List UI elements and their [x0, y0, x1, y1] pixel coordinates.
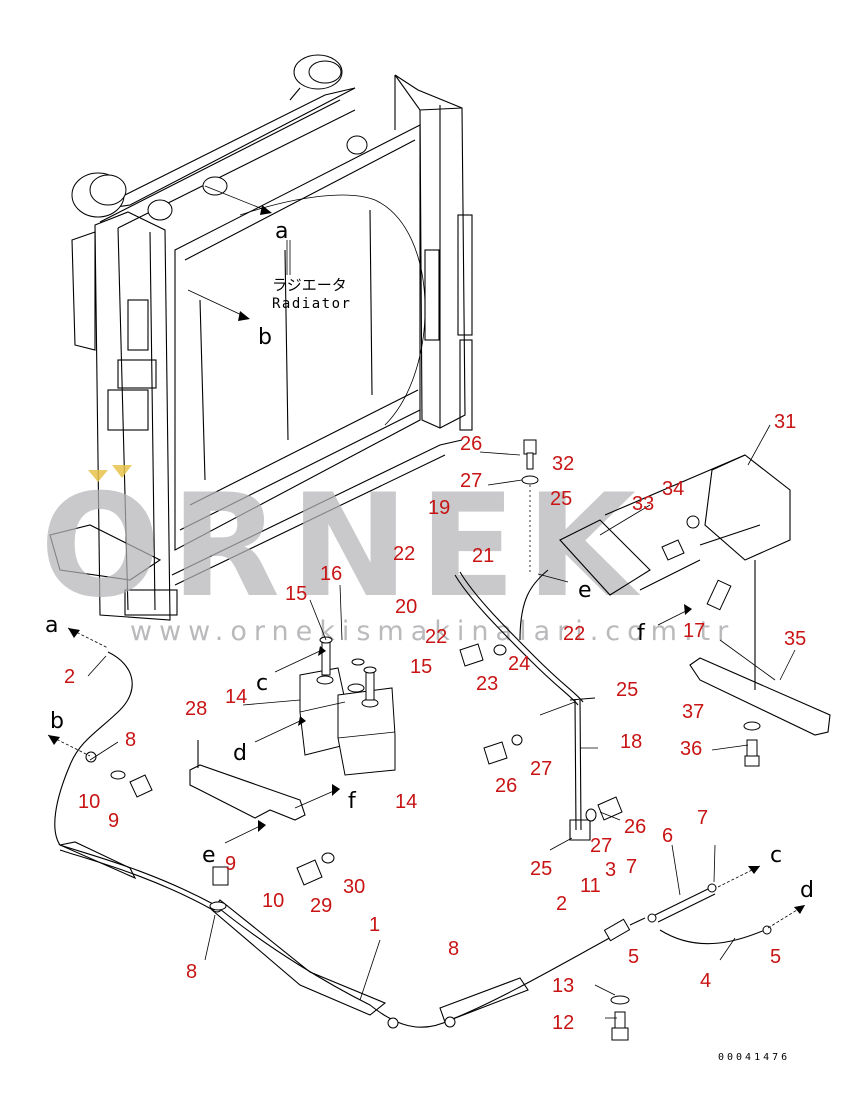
callout-number: 25	[616, 679, 638, 701]
callout-number: 7	[697, 807, 708, 829]
view-letter: c	[770, 843, 782, 868]
callout-number: 8	[125, 729, 136, 751]
wiring-harness-drawing	[54, 439, 831, 1041]
callout-number: 2	[556, 893, 567, 915]
callout-number: 27	[460, 470, 482, 492]
callout-number: 36	[680, 738, 702, 760]
callout-number: 33	[632, 493, 654, 515]
callout-number: 28	[185, 698, 207, 720]
callout-number: 14	[395, 791, 417, 813]
callout-number: 26	[495, 775, 517, 797]
callout-number: 11	[580, 875, 601, 897]
radiator-label: ラジエータ Radiator	[272, 276, 351, 312]
callout-number: 22	[425, 626, 447, 648]
view-letter: b	[258, 325, 272, 350]
view-letter: d	[800, 878, 814, 903]
view-letter: c	[256, 671, 268, 696]
callout-number: 10	[262, 890, 284, 912]
radiator-label-en: Radiator	[272, 296, 351, 312]
view-letter: a	[45, 613, 58, 638]
callout-number: 7	[626, 856, 637, 878]
callout-number: 35	[784, 628, 806, 650]
callout-number: 13	[552, 975, 574, 997]
callout-number: 29	[310, 895, 332, 917]
callout-number: 5	[770, 946, 781, 968]
view-letter: f	[348, 789, 357, 814]
view-arrows	[47, 573, 806, 929]
view-letter: f	[637, 621, 646, 646]
callout-number: 9	[108, 810, 119, 832]
callout-number: 26	[460, 433, 482, 455]
radiator-label-jp: ラジエータ	[272, 276, 347, 294]
view-letter: d	[233, 741, 247, 766]
watermark-url: www.ornekismakinalari.com.tr	[130, 616, 735, 647]
watermark-brand: ORNEK	[40, 464, 646, 629]
callout-number: 20	[395, 596, 417, 618]
callout-number: 14	[225, 686, 247, 708]
callout-number: 19	[428, 497, 450, 519]
callout-number: 37	[682, 701, 704, 723]
callout-number: 15	[285, 583, 307, 605]
callout-number: 12	[552, 1012, 574, 1034]
callout-number: 8	[448, 938, 459, 960]
callout-number: 24	[508, 653, 530, 675]
view-letter: b	[50, 709, 64, 734]
document-number: 00041476	[718, 1052, 790, 1063]
callout-number: 21	[472, 545, 494, 567]
callout-leader-lines	[87, 424, 796, 1019]
callout-number: 6	[662, 825, 673, 847]
callout-numbers: 26 27 32 31 25 33 34 19 21 22 16 15 20 2…	[64, 411, 806, 1034]
callout-number: 17	[683, 620, 705, 642]
callout-number: 27	[590, 835, 612, 857]
callout-number: 8	[186, 961, 197, 983]
callout-number: 34	[662, 478, 684, 500]
callout-number: 10	[78, 791, 100, 813]
callout-number: 23	[476, 673, 498, 695]
callout-number: 27	[530, 758, 552, 780]
callout-number: 30	[343, 876, 365, 898]
view-letters: a b a b c d e f e f c d	[45, 219, 814, 903]
callout-number: 3	[605, 859, 616, 881]
callout-number: 15	[410, 656, 432, 678]
callout-number: 25	[530, 858, 552, 880]
radiator-view-markers	[187, 185, 291, 321]
callout-number: 2	[64, 666, 75, 688]
callout-number: 31	[774, 411, 796, 433]
callout-number: 5	[628, 946, 639, 968]
callout-number: 32	[552, 453, 574, 475]
watermark: ORNEK www.ornekismakinalari.com.tr	[40, 464, 735, 647]
callout-number: 26	[624, 816, 646, 838]
radiator-assembly-drawing	[49, 54, 473, 621]
callout-number: 22	[563, 623, 585, 645]
view-letter: a	[275, 219, 288, 244]
view-letter: e	[578, 578, 592, 603]
callout-number: 1	[369, 914, 380, 936]
callout-number: 22	[393, 543, 415, 565]
callout-number: 4	[700, 970, 711, 992]
view-letter: e	[202, 843, 216, 868]
callout-number: 9	[225, 853, 236, 875]
callout-number: 16	[320, 563, 342, 585]
callout-number: 25	[550, 488, 572, 510]
callout-number: 18	[620, 731, 642, 753]
